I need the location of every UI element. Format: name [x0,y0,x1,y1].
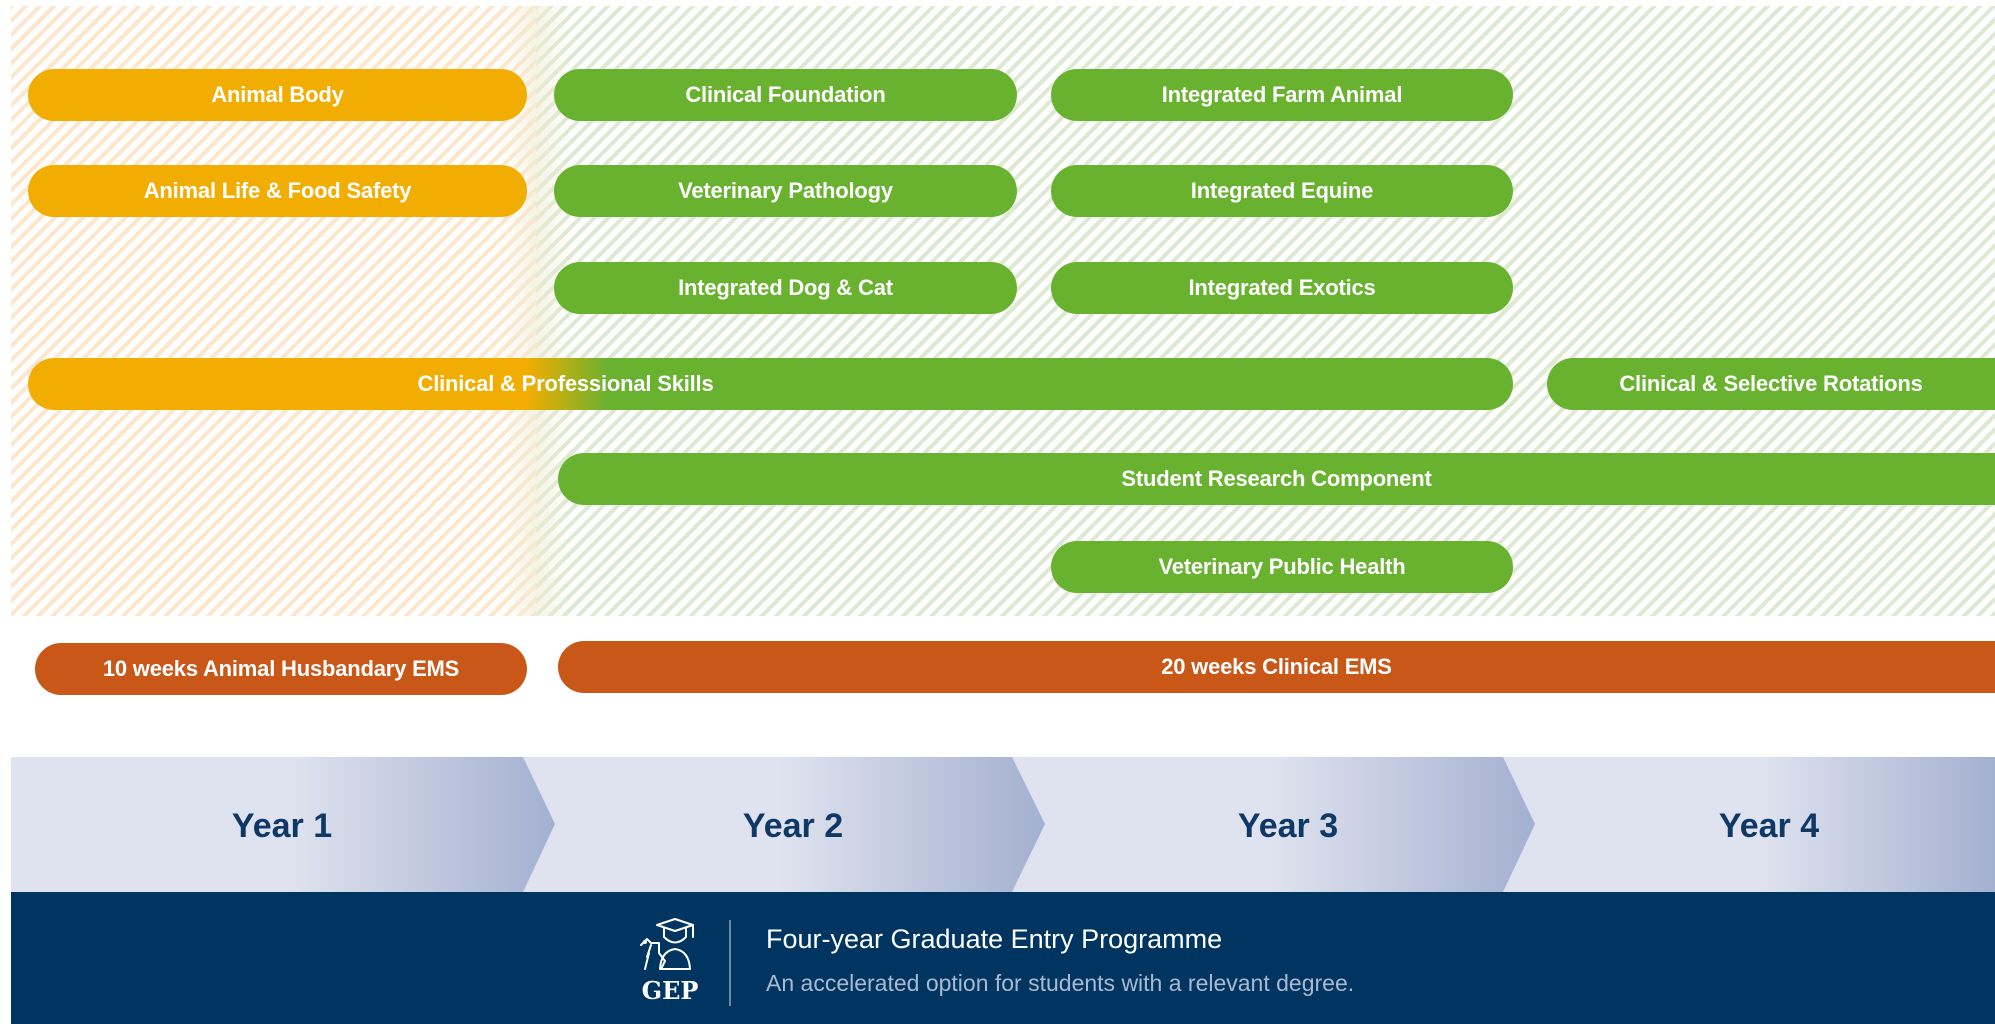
programme-subtitle: An accelerated option for students with … [766,970,1355,996]
year-4-label: Year 4 [1718,807,1820,845]
module-integrated-exotics: Integrated Exotics [1051,262,1513,314]
chevron-year-2 [780,757,1045,892]
ems-clinical: 20 weeks Clinical EMS [558,641,1995,693]
module-veterinary-pathology: Veterinary Pathology [554,165,1017,217]
module-integrated-farm-animal: Integrated Farm Animal [1051,69,1513,121]
module-clinical-selective-rotations: Clinical & Selective Rotations [1547,358,1995,410]
year-chevrons [290,757,1995,892]
module-clinical-professional-skills: Clinical & Professional Skills [28,358,1513,410]
graduate-with-dog-icon [640,918,694,970]
module-veterinary-public-health: Veterinary Public Health [1051,541,1513,593]
module-student-research-component: Student Research Component [558,453,1995,505]
chevron-year-1 [290,757,555,892]
gep-badge: GEP [641,976,699,1005]
module-clinical-foundation: Clinical Foundation [554,69,1017,121]
chevron-year-3 [1270,757,1535,892]
module-integrated-dog-cat: Integrated Dog & Cat [554,262,1017,314]
module-animal-body: Animal Body [28,69,527,121]
footer-divider [729,920,731,1006]
programme-title: Four-year Graduate Entry Programme [766,924,1223,954]
chevron-year-4 [1760,757,1995,892]
module-integrated-equine: Integrated Equine [1051,165,1513,217]
programme-footer [11,892,1995,1024]
ems-animal-husbandry: 10 weeks Animal Husbandary EMS [35,643,527,695]
module-animal-life-food-safety: Animal Life & Food Safety [28,165,527,217]
year-3-label: Year 3 [1237,807,1339,845]
year-2-label: Year 2 [742,807,844,845]
year-1-label: Year 1 [231,807,333,845]
